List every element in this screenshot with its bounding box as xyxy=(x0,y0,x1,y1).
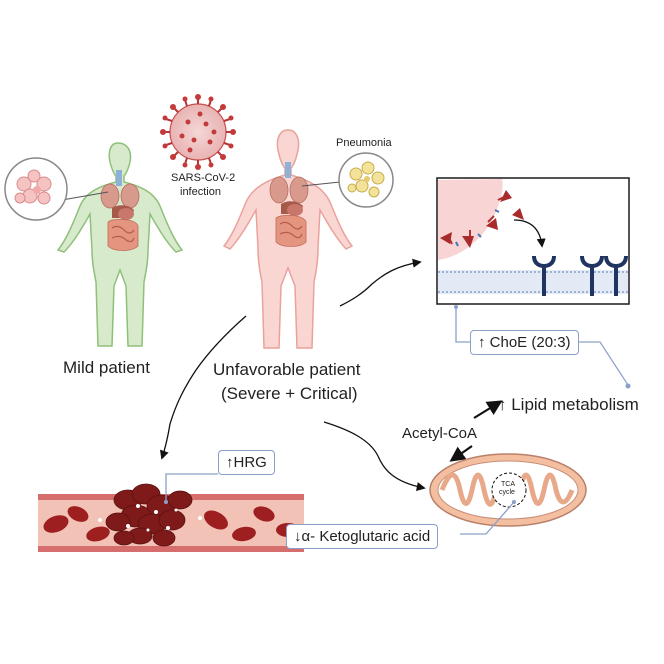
choe-box: ↑ ChoE (20:3) xyxy=(470,330,579,355)
unfavorable-patient-label-line2: (Severe + Critical) xyxy=(221,384,358,403)
blood-clot-icon xyxy=(38,483,304,552)
infection-label-line1: SARS-CoV-2 xyxy=(171,172,236,184)
ketoglutaric-acid-box: ↓α- Ketoglutaric acid xyxy=(286,524,439,549)
tca-cycle-label-line1: TCA xyxy=(501,481,515,488)
mild-patient-body-icon xyxy=(56,142,184,347)
unfavorable-patient-label-line1: Unfavorable patient xyxy=(213,360,361,379)
cell-membrane-receptor-icon xyxy=(436,177,630,305)
infection-label-line2: infection xyxy=(180,186,221,198)
lipid-metabolism-label: ↑ Lipid metabolism xyxy=(498,395,639,414)
pneumonia-label: Pneumonia xyxy=(336,137,392,149)
mild-patient-label: Mild patient xyxy=(63,358,150,377)
pneumonia-lung-icon xyxy=(301,152,394,208)
tca-cycle-label-line2: cycle xyxy=(499,489,515,496)
hrg-box: ↑HRG xyxy=(218,450,275,475)
unfavorable-patient-body-icon xyxy=(222,129,354,349)
acetyl-coa-label: Acetyl-CoA xyxy=(402,425,478,442)
lung-tissue-icon xyxy=(4,157,109,221)
sars-cov-2-virus-icon xyxy=(160,94,236,170)
